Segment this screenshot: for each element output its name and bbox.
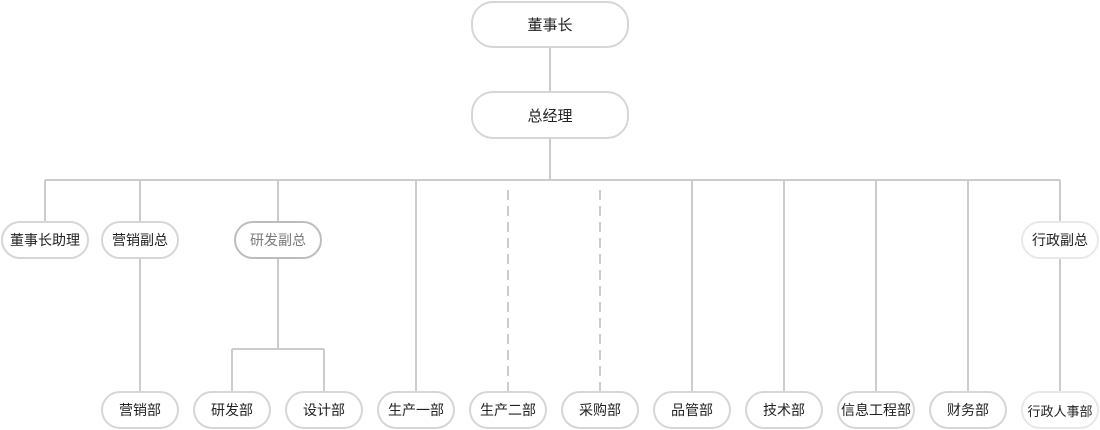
node-dept-admin-hr: 行政人事部	[1021, 391, 1099, 429]
node-dept-marketing: 营销部	[101, 391, 179, 429]
node-chairman: 董事长	[471, 1, 629, 48]
node-vp-marketing: 营销副总	[101, 221, 179, 259]
node-vp-marketing-label: 营销副总	[112, 233, 168, 249]
node-vp-admin-label: 行政副总	[1032, 233, 1088, 249]
node-vp-rnd-label: 研发副总	[250, 233, 306, 249]
node-dept-admin-hr-label: 行政人事部	[1027, 404, 1093, 420]
node-general-manager: 总经理	[471, 91, 629, 139]
node-dept-technical-label: 技术部	[763, 403, 805, 419]
node-dept-design-label: 设计部	[303, 403, 345, 419]
node-chairman-label: 董事长	[527, 16, 573, 34]
node-dept-procurement: 采购部	[561, 391, 639, 429]
node-dept-it-engineering-label: 信息工程部	[841, 403, 911, 419]
node-dept-finance-label: 财务部	[947, 403, 989, 419]
node-dept-quality: 品管部	[653, 391, 731, 429]
node-dept-finance: 财务部	[929, 391, 1007, 429]
node-dept-quality-label: 品管部	[671, 403, 713, 419]
node-dept-design: 设计部	[285, 391, 363, 429]
node-dept-technical: 技术部	[745, 391, 823, 429]
node-dept-production-2: 生产二部	[469, 391, 547, 429]
node-dept-procurement-label: 采购部	[579, 403, 621, 419]
node-dept-it-engineering: 信息工程部	[837, 391, 915, 429]
node-dept-rnd-label: 研发部	[211, 403, 253, 419]
node-dept-marketing-label: 营销部	[119, 403, 161, 419]
node-vp-admin: 行政副总	[1021, 221, 1099, 259]
node-dept-production-1-label: 生产一部	[388, 403, 444, 419]
node-chairman-assistant: 董事长助理	[1, 221, 89, 259]
node-vp-rnd: 研发副总	[234, 221, 322, 259]
node-general-manager-label: 总经理	[527, 106, 573, 125]
node-dept-production-2-label: 生产二部	[480, 403, 536, 419]
node-dept-production-1: 生产一部	[377, 391, 455, 429]
node-dept-rnd: 研发部	[193, 391, 271, 429]
node-chairman-assistant-label: 董事长助理	[10, 233, 80, 249]
